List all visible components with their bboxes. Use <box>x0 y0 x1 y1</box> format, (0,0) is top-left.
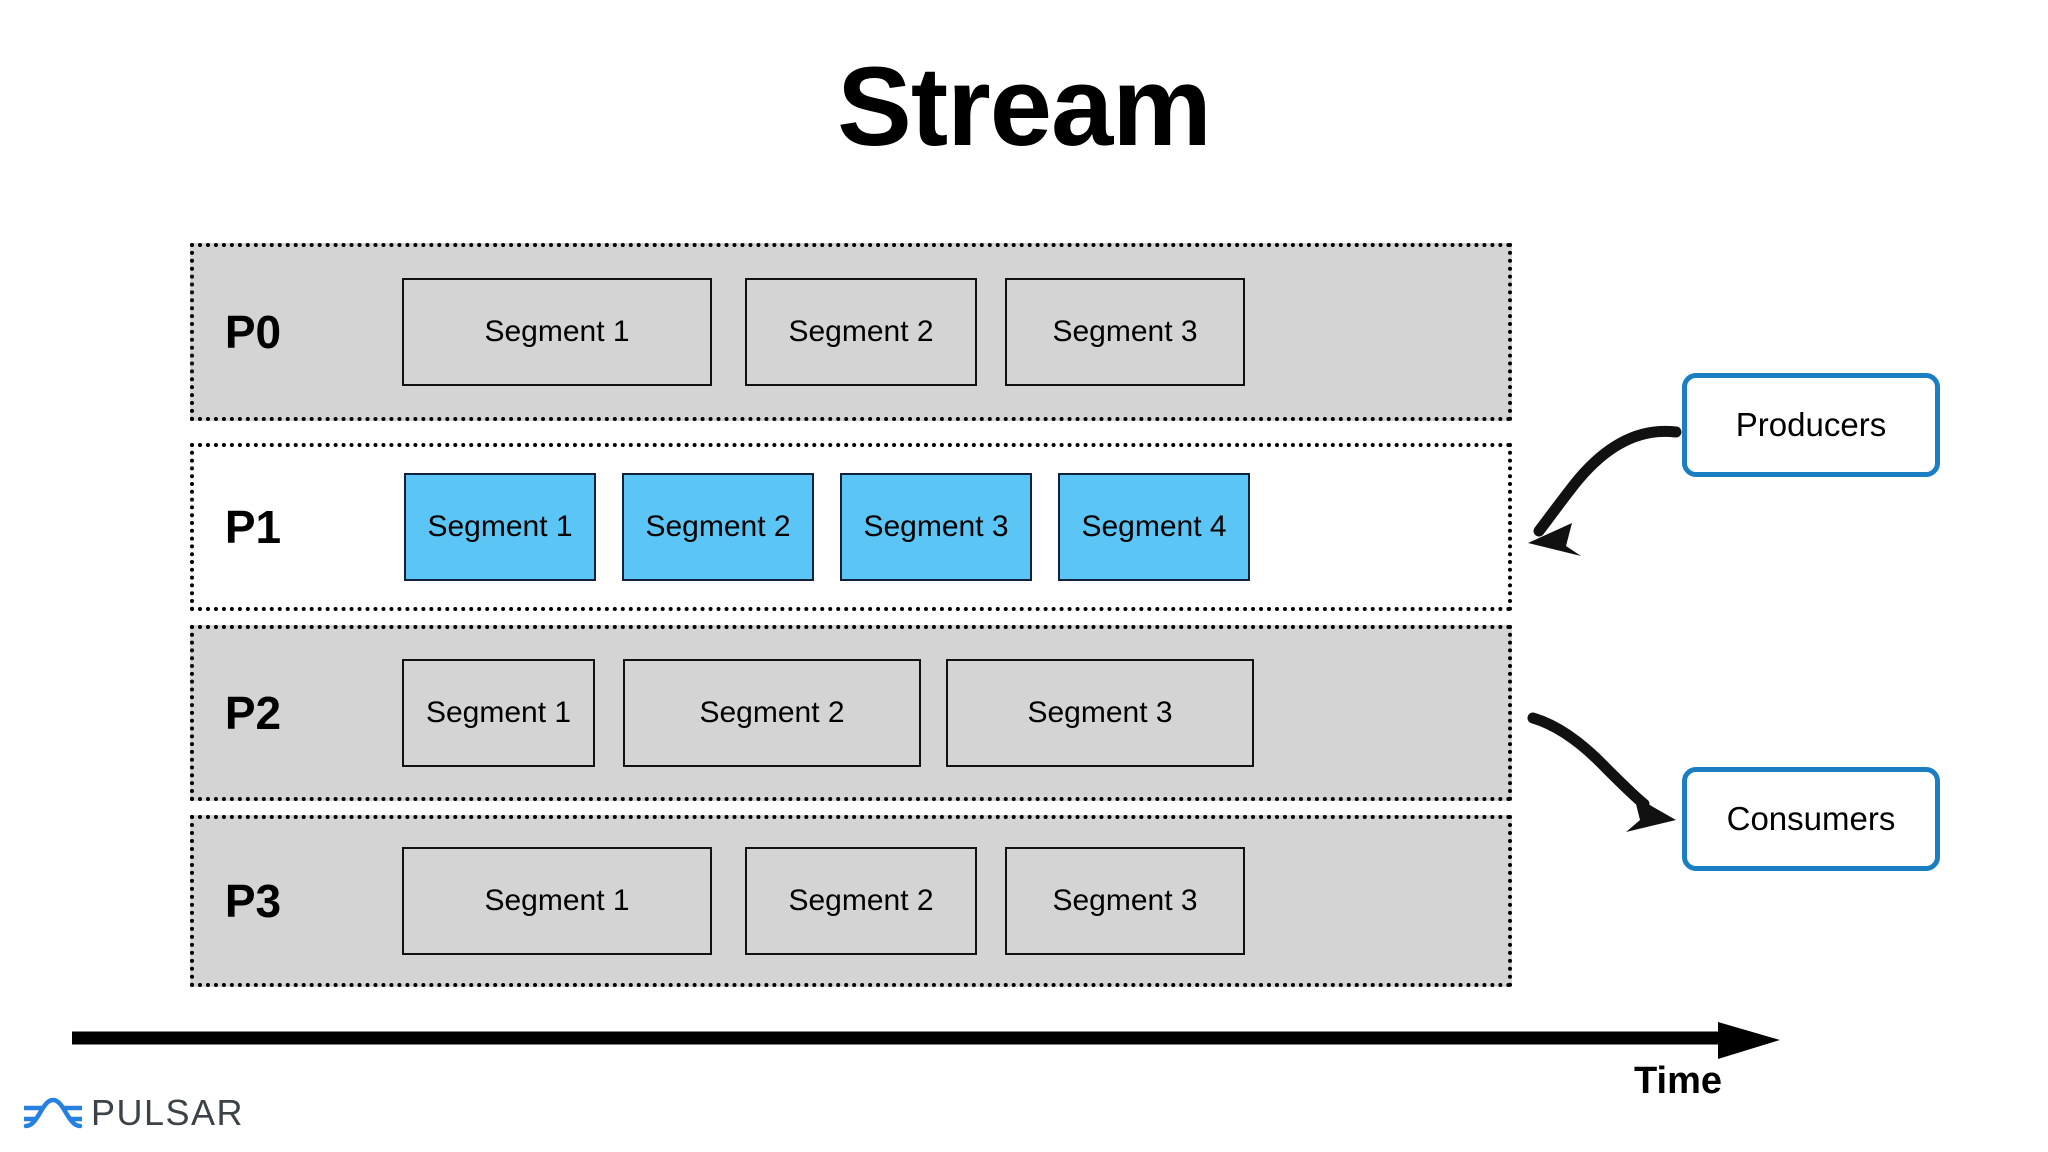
segment-box[interactable]: Segment 3 <box>946 659 1254 767</box>
segment-box[interactable]: Segment 2 <box>623 659 921 767</box>
segment-box[interactable]: Segment 3 <box>1005 847 1245 955</box>
consumers-callout[interactable]: Consumers <box>1682 767 1940 871</box>
page-title: Stream <box>837 44 1212 169</box>
producers-callout[interactable]: Producers <box>1682 373 1940 477</box>
partition-label-p3: P3 <box>224 875 282 927</box>
time-axis-label: Time <box>1634 1060 1723 1102</box>
partition-label-p0: P0 <box>224 306 282 358</box>
partition-row-p3: P3 Segment 1 Segment 2 Segment 3 <box>190 815 1512 987</box>
segment-box[interactable]: Segment 1 <box>402 659 595 767</box>
pulsar-wordmark: PULSAR <box>91 1092 245 1133</box>
segment-box[interactable]: Segment 2 <box>745 278 977 386</box>
partition-label-p1: P1 <box>224 501 282 553</box>
pulsar-logo: PULSAR <box>22 1092 244 1134</box>
segment-box[interactable]: Segment 1 <box>402 278 712 386</box>
partition-label-p2: P2 <box>224 687 282 739</box>
segment-box[interactable]: Segment 3 <box>1005 278 1245 386</box>
partition-row-p0: P0 Segment 1 Segment 2 Segment 3 <box>190 243 1512 421</box>
producers-label: Producers <box>1735 406 1887 443</box>
producers-arrow-icon <box>1528 425 1682 556</box>
segment-box[interactable]: Segment 4 <box>1058 473 1250 581</box>
segment-box[interactable]: Segment 2 <box>745 847 977 955</box>
segment-box[interactable]: Segment 1 <box>404 473 596 581</box>
segment-box[interactable]: Segment 1 <box>402 847 712 955</box>
segment-list: Segment 1 Segment 2 Segment 3 <box>312 247 1508 417</box>
consumers-arrow-icon <box>1527 712 1676 832</box>
segment-box[interactable]: Segment 2 <box>622 473 814 581</box>
consumers-label: Consumers <box>1726 800 1896 837</box>
segment-box[interactable]: Segment 3 <box>840 473 1032 581</box>
time-axis-arrow-icon <box>72 1022 1780 1059</box>
segment-list: Segment 1 Segment 2 Segment 3 <box>312 819 1508 983</box>
pulsar-wave-mark-icon <box>23 1097 83 1129</box>
